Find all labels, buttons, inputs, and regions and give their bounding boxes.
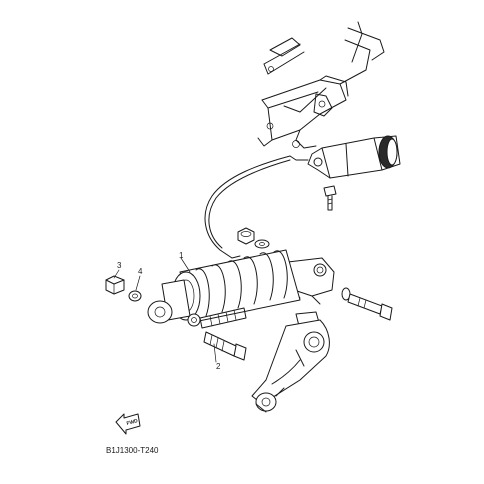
adjuster-hose-outer bbox=[208, 159, 291, 249]
callout-leaders bbox=[113, 257, 217, 363]
diagram-code: B1J1300-T240 bbox=[106, 446, 159, 455]
top-mount-nut bbox=[237, 227, 255, 245]
lower-washer bbox=[128, 290, 142, 302]
top-mount-washer bbox=[254, 239, 270, 249]
frame-section bbox=[257, 21, 385, 149]
preload-adjuster bbox=[289, 135, 401, 179]
relay-arm bbox=[251, 311, 330, 413]
callout-3: 3 bbox=[117, 261, 122, 270]
fwd-label: FWD bbox=[126, 418, 139, 427]
lower-mount-bolt bbox=[203, 331, 247, 361]
adjuster-hose bbox=[204, 155, 291, 259]
upper-mount-bolt bbox=[341, 287, 393, 321]
shock-absorber-assembly bbox=[147, 249, 335, 329]
callout-4: 4 bbox=[138, 267, 143, 276]
lower-nut bbox=[105, 275, 125, 295]
adjuster-bolt bbox=[323, 185, 337, 211]
callout-1: 1 bbox=[179, 251, 184, 260]
fwd-arrow-icon bbox=[115, 413, 141, 435]
callout-2: 2 bbox=[216, 362, 221, 371]
